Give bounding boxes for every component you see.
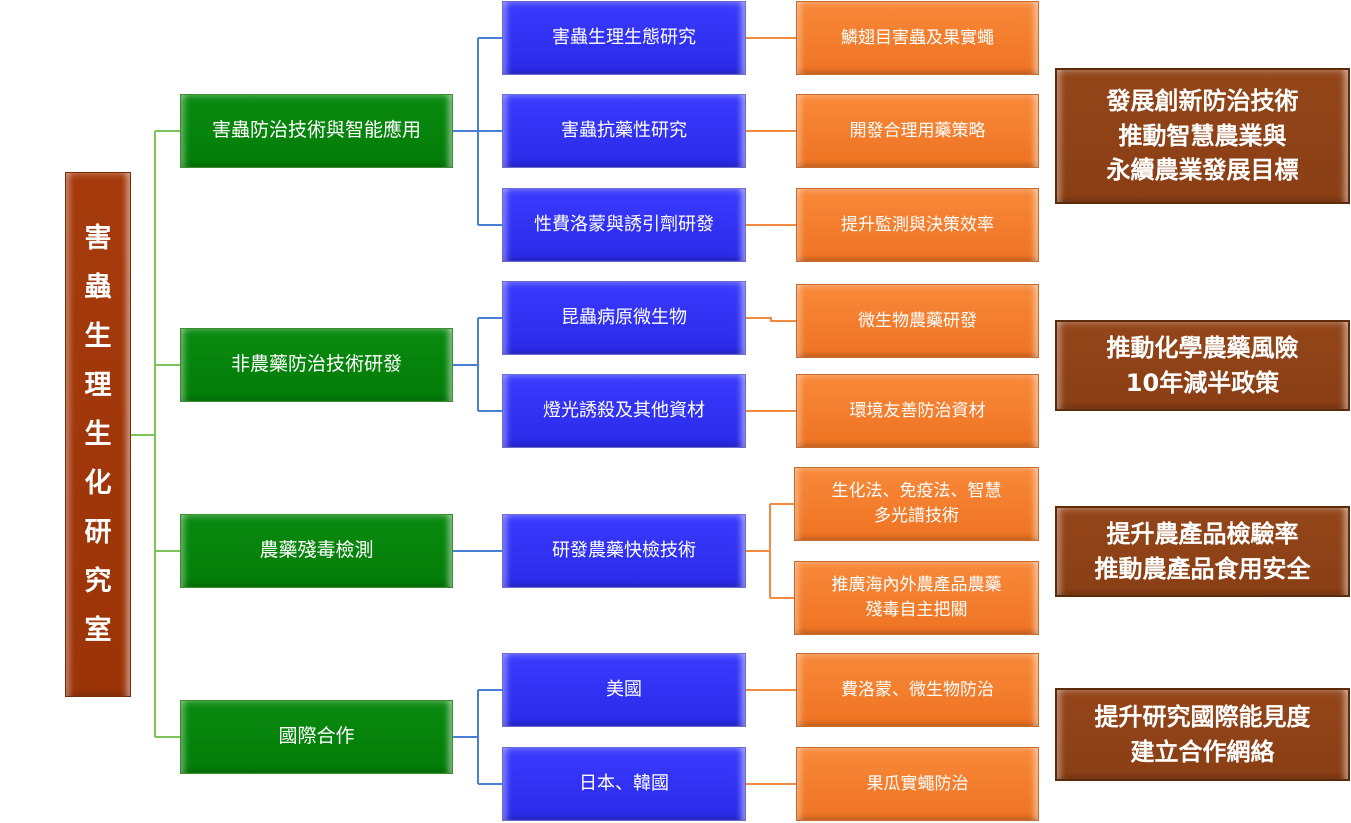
node-light-trap: 燈光誘殺及其他資材 <box>502 374 746 448</box>
branch-non-pesticide: 非農藥防治技術研發 <box>180 328 453 402</box>
connector-b0 <box>453 37 502 226</box>
outcome-rational-use: 開發合理用藥策略 <box>796 94 1039 168</box>
root-char: 害 <box>84 223 112 254</box>
branch-international: 國際合作 <box>180 700 453 774</box>
root-char: 蟲 <box>84 272 112 303</box>
root-char: 生 <box>84 321 112 352</box>
root-connectors <box>131 130 180 738</box>
node-physiology-ecology: 害蟲生理生態研究 <box>502 1 746 75</box>
connector-b3 <box>453 689 502 785</box>
outcome-microbial-pesticide: 微生物農藥研發 <box>796 284 1039 358</box>
node-rapid-test: 研發農藥快檢技術 <box>502 514 746 588</box>
branch-connectors <box>453 37 502 785</box>
outcome-lepidoptera: 鱗翅目害蟲及果實蠅 <box>796 1 1039 75</box>
outcome-connectors <box>746 37 796 785</box>
connector-o5 <box>746 503 794 599</box>
node-japan-korea: 日本、韓國 <box>502 747 746 821</box>
outcome-eco-materials: 環境友善防治資材 <box>796 374 1039 448</box>
outcome-monitoring: 提升監測與決策效率 <box>796 188 1039 262</box>
node-resistance: 害蟲抗藥性研究 <box>502 94 746 168</box>
root-char: 室 <box>84 615 112 646</box>
connector-b1 <box>453 317 502 412</box>
outcome-residue-selfcheck: 推廣海內外農產品農藥 殘毒自主把關 <box>794 561 1039 635</box>
root-node-lab: 害蟲生理生化研究室 <box>65 172 131 697</box>
goal-food-safety: 提升農產品檢驗率 推動農產品食用安全 <box>1055 506 1350 597</box>
branch-pest-control-tech: 害蟲防治技術與智能應用 <box>180 94 453 168</box>
root-char: 究 <box>84 566 112 597</box>
node-usa: 美國 <box>502 653 746 727</box>
node-pheromone: 性費洛蒙與誘引劑研發 <box>502 188 746 262</box>
goal-international: 提升研究國際能見度 建立合作網絡 <box>1055 688 1350 781</box>
goal-innovation: 發展創新防治技術 推動智慧農業與 永續農業發展目標 <box>1055 68 1350 204</box>
outcome-pheromone-microbial: 費洛蒙、微生物防治 <box>796 653 1039 727</box>
outcome-biochem-methods: 生化法、免疫法、智慧 多光譜技術 <box>794 467 1039 541</box>
connector-o3 <box>746 317 796 322</box>
outcome-fruit-fly: 果瓜實蠅防治 <box>796 747 1039 821</box>
root-char: 化 <box>84 468 112 499</box>
root-char: 生 <box>84 419 112 450</box>
root-char: 理 <box>84 370 112 401</box>
node-pathogen-microbes: 昆蟲病原微生物 <box>502 281 746 355</box>
goal-risk-reduction: 推動化學農藥風險 10年減半政策 <box>1055 320 1350 411</box>
branch-residue-testing: 農藥殘毒檢測 <box>180 514 453 588</box>
root-char: 研 <box>84 517 112 548</box>
